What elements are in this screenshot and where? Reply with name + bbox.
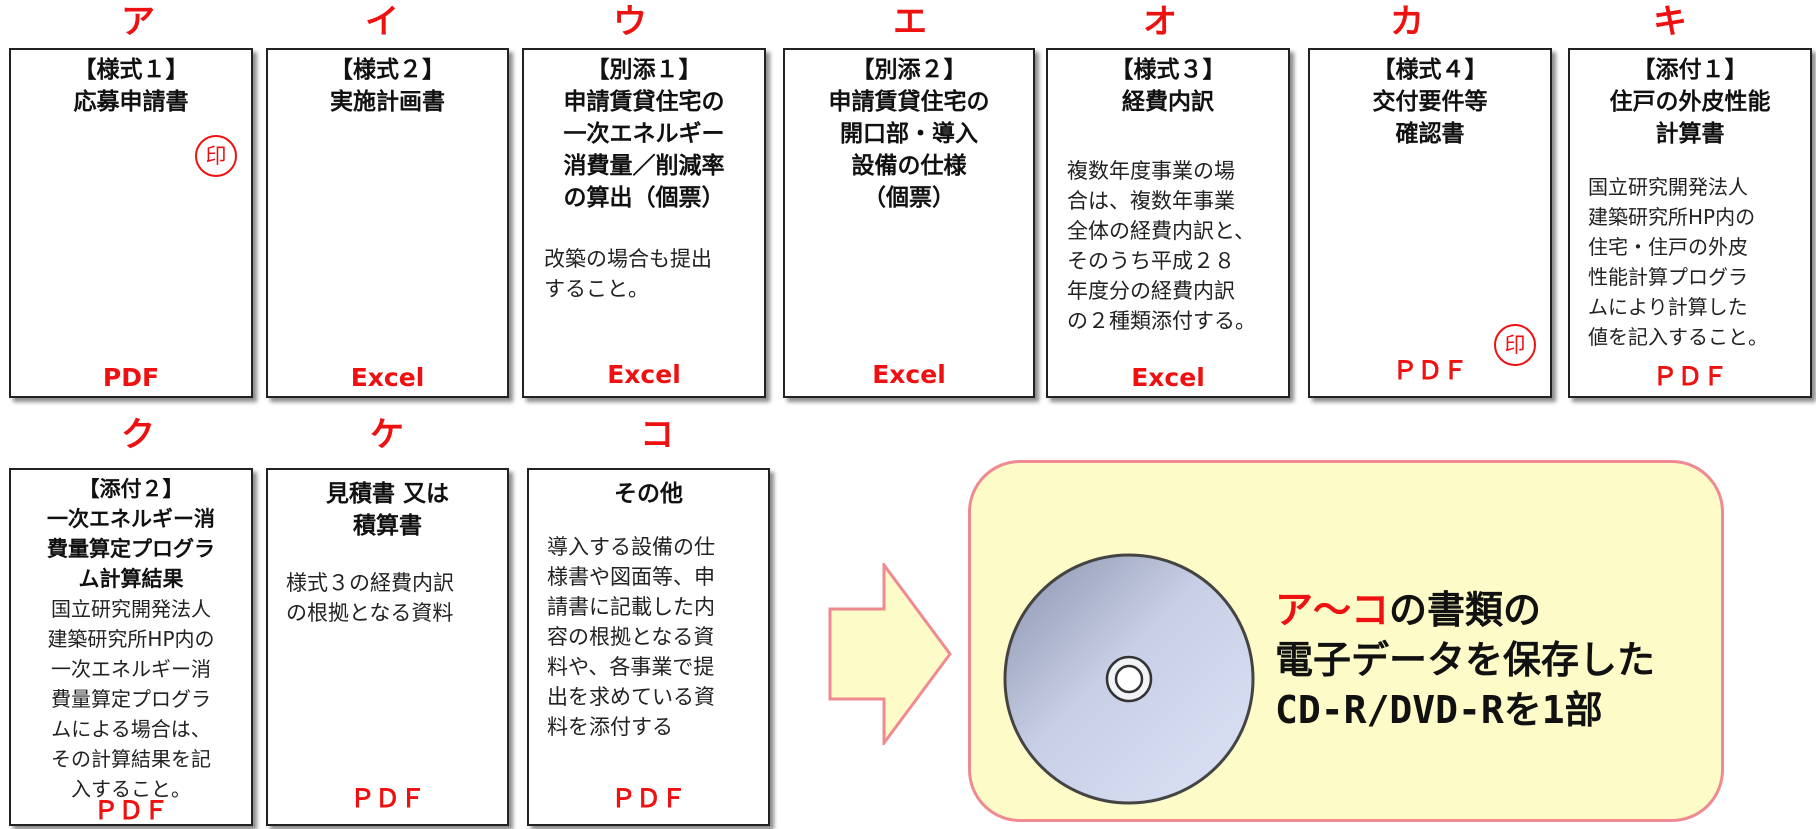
card-estimate: 見積書 又は 積算書 様式３の経費内訳 の根拠となる資料 ＰＤＦ — [266, 468, 509, 826]
seal-icon: 印 — [1494, 324, 1536, 366]
cd-caption-line1-text: の書類の — [1389, 588, 1542, 632]
card-title: 【様式４】 交付要件等 確認書 — [1372, 57, 1488, 147]
card-title: 【様式２】 実施計画書 — [330, 57, 445, 115]
card-title: 【別添１】 申請賃貸住宅の 一次エネルギー 消費量／削減率 の算出（個票） — [563, 57, 725, 211]
letter-e: エ — [893, 2, 927, 42]
card-title: 【添付１】 住戸の外皮性能 計算書 — [1609, 57, 1771, 147]
letter-o: オ — [1143, 2, 1177, 42]
card-energy-program-result: 【添付２】 一次エネルギー消 費量算定プログラ ム計算結果 国立研究開発法人 建… — [9, 468, 253, 826]
document-range: ア～コ — [1275, 588, 1390, 632]
card-format: Excel — [872, 360, 946, 389]
letter-ke: ケ — [370, 415, 404, 455]
cd-caption-line1: ア～コの書類の — [1275, 585, 1655, 635]
card-requirements-check: 【様式４】 交付要件等 確認書 印 ＰＤＦ — [1308, 48, 1552, 398]
card-implementation-plan: 【様式２】 実施計画書 Excel — [266, 48, 509, 398]
cd-disc-icon — [1003, 553, 1255, 805]
card-opening-specs: 【別添２】 申請賃貸住宅の 開口部・導入 設備の仕様 （個票） Excel — [783, 48, 1035, 398]
right-arrow-icon — [828, 563, 952, 745]
card-other: その他 導入する設備の仕 様書や図面等、申 請書に記載した内 容の根拠となる資 … — [527, 468, 770, 826]
letter-u: ウ — [613, 2, 647, 42]
cd-caption: ア～コの書類の 電子データを保存した CD-R/DVD-Rを1部 — [1275, 585, 1655, 735]
card-title: 【様式１】 応募申請書 — [73, 57, 189, 115]
card-note: 国立研究開発法人 建築研究所HP内の 一次エネルギー消 費量算定プログラ ムによ… — [47, 597, 215, 801]
letter-ka: カ — [1390, 2, 1424, 42]
letter-ko: コ — [640, 415, 674, 455]
card-title: その他 — [614, 481, 683, 507]
letter-a: ア — [121, 2, 155, 42]
card-format: Excel — [607, 360, 681, 389]
card-format: PDF — [102, 363, 160, 392]
card-envelope-performance: 【添付１】 住戸の外皮性能 計算書 国立研究開発法人 建築研究所HP内の 住宅・… — [1568, 48, 1812, 398]
card-format: ＰＤＦ — [1652, 362, 1728, 391]
letter-i: イ — [365, 2, 399, 42]
card-energy-calculation: 【別添１】 申請賃貸住宅の 一次エネルギー 消費量／削減率 の算出（個票） 改築… — [522, 48, 766, 398]
letter-ku: ク — [121, 415, 155, 455]
card-format: Excel — [350, 363, 425, 392]
card-note: 様式３の経費内訳 の根拠となる資料 — [286, 571, 454, 625]
card-format: ＰＤＦ — [349, 784, 425, 813]
card-note: 改築の場合も提出 すること。 — [544, 247, 712, 301]
card-title: 見積書 又は 積算書 — [325, 481, 449, 539]
card-format: ＰＤＦ — [1392, 356, 1468, 385]
card-application-form: 【様式１】 応募申請書 印 PDF — [9, 48, 253, 398]
card-title: 【別添２】 申請賃貸住宅の 開口部・導入 設備の仕様 （個票） — [828, 57, 990, 211]
card-note: 国立研究開発法人 建築研究所HP内の 住宅・住戸の外皮 性能計算プログラ ムによ… — [1588, 175, 1768, 349]
cd-caption-line3: CD-R/DVD-Rを1部 — [1275, 688, 1603, 732]
seal-icon: 印 — [195, 135, 237, 177]
card-expense-breakdown: 【様式３】 経費内訳 複数年度事業の場 合は、複数年事業 全体の経費内訳と、 そ… — [1046, 48, 1290, 398]
card-format: Excel — [1131, 363, 1205, 392]
card-title: 【添付２】 一次エネルギー消 費量算定プログラ ム計算結果 — [47, 477, 215, 591]
card-note: 導入する設備の仕 様書や図面等、申 請書に記載した内 容の根拠となる資 料や、各… — [547, 535, 715, 739]
letter-ki: キ — [1653, 2, 1687, 42]
card-format: ＰＤＦ — [610, 784, 686, 813]
cd-caption-line2: 電子データを保存した — [1275, 638, 1656, 682]
card-note: 複数年度事業の場 合は、複数年事業 全体の経費内訳と、 そのうち平成２８ 年度分… — [1067, 159, 1256, 333]
card-format: ＰＤＦ — [93, 796, 169, 825]
card-title: 【様式３】 経費内訳 — [1110, 57, 1226, 115]
